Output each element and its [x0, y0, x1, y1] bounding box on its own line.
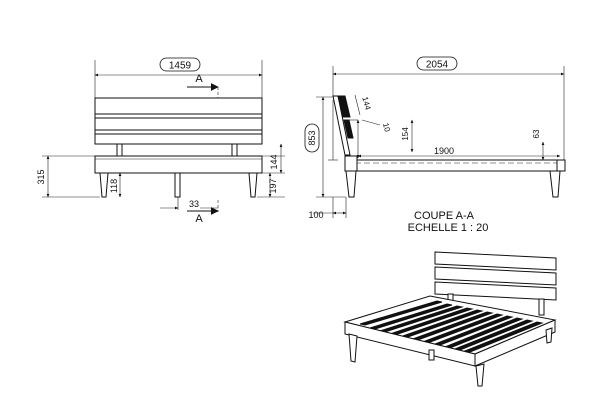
front-frame-rail — [94, 155, 263, 174]
iso-headboard-plank-1 — [434, 251, 557, 271]
side-leg-foot — [549, 170, 561, 198]
section-mark-bottom: A — [195, 213, 203, 225]
dim-pill-front-width — [159, 57, 201, 72]
front-post-right — [231, 143, 238, 157]
headboard-panel — [94, 97, 263, 145]
iso-leg-back-right — [545, 327, 553, 344]
dim-headboard-height: 853 — [307, 130, 317, 145]
iso-leg-center — [428, 349, 435, 361]
dim-leg-offset: 100 — [308, 210, 323, 220]
iso-leg-front-left — [348, 333, 358, 363]
dim-headboard-plank: 144 — [360, 96, 372, 112]
side-section-view: 2054 853 144 10 154 1900 63 — [304, 56, 566, 234]
caption-section: COUPE A-A — [414, 210, 475, 222]
dim-end-height: 63 — [532, 129, 541, 138]
dim-front-width: 1459 — [169, 61, 192, 72]
side-frame-head — [344, 155, 358, 172]
iso-headboard-plank-3 — [434, 281, 557, 301]
dim-leg-spacing: 33 — [189, 199, 199, 209]
iso-headboard-plank-2 — [434, 266, 557, 286]
dim-side-length: 2054 — [426, 60, 449, 71]
iso-leg-front-right — [475, 363, 485, 387]
dim-interior-length: 1900 — [434, 146, 454, 156]
dim-pill-side-length — [416, 56, 458, 71]
dim-pill-headboard-height — [304, 123, 320, 153]
dim-leg-height-front: 118 — [109, 179, 119, 193]
front-view: 1459 A 315 118 144 — [36, 57, 285, 225]
side-leg-head — [345, 170, 357, 198]
caption-scale: ECHELLE 1 : 20 — [408, 222, 489, 234]
dim-leg-height-side: 197 — [268, 178, 278, 193]
front-leg-left — [99, 172, 109, 198]
side-frame-rail — [345, 159, 565, 172]
dim-slat-height: 154 — [401, 127, 410, 141]
side-headboard-plank-1 — [337, 95, 351, 118]
dim-headboard-gap: 10 — [381, 122, 392, 133]
front-post-left — [116, 143, 123, 157]
front-leg-right — [248, 172, 258, 198]
front-leg-center — [174, 172, 181, 198]
iso-headboard-post-right — [538, 298, 545, 316]
side-headboard — [332, 95, 351, 156]
iso-frame-side-face — [474, 319, 556, 367]
isometric-view — [343, 251, 557, 387]
dim-rail-height: 144 — [269, 154, 279, 169]
dim-frame-height: 315 — [36, 169, 46, 184]
section-mark-top: A — [195, 73, 203, 85]
side-frame-end — [556, 159, 566, 172]
